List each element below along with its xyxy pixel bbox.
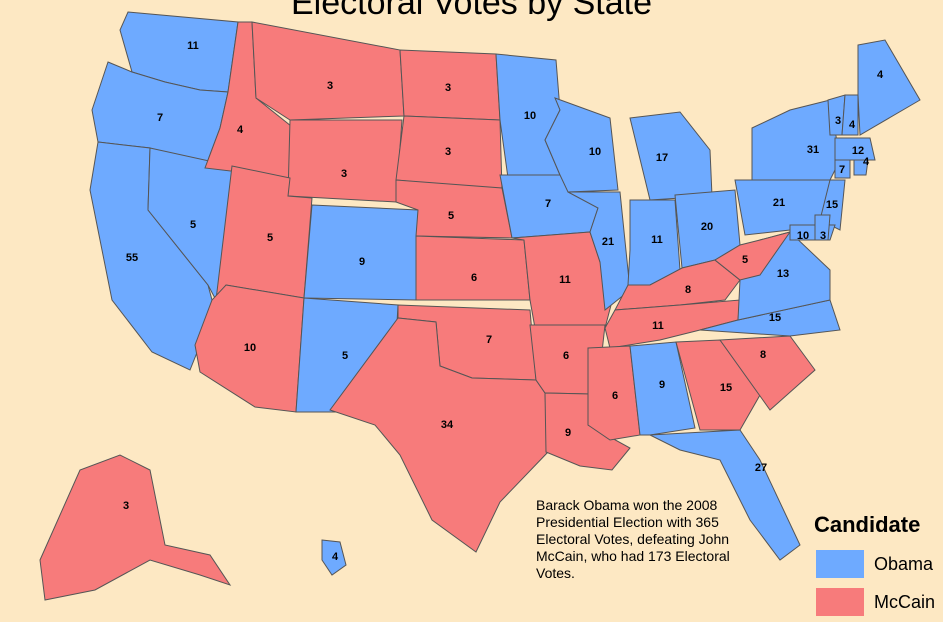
ev-label-ga: 15 (720, 382, 732, 394)
state-wy (287, 119, 403, 203)
ev-label-ct: 7 (839, 164, 845, 176)
ev-label-tx: 34 (441, 419, 454, 431)
ev-label-oh: 20 (701, 221, 713, 233)
state-ri (853, 159, 869, 176)
ev-label-ok: 7 (486, 334, 492, 346)
legend-label-mccain: McCain (874, 592, 936, 612)
ev-label-id: 4 (237, 124, 244, 136)
ev-label-mt: 3 (327, 80, 333, 92)
ev-label-wa: 11 (187, 40, 199, 52)
ev-label-ri: 4 (863, 156, 870, 168)
state-ks (415, 235, 531, 301)
ev-label-mo: 11 (559, 274, 571, 286)
state-al (629, 341, 696, 436)
legend-swatch-obama (816, 550, 864, 578)
state-ny (751, 99, 841, 181)
state-ms (587, 345, 641, 441)
ev-label-sc: 8 (760, 349, 766, 361)
ev-label-ky: 8 (685, 284, 691, 296)
state-mi (629, 111, 713, 201)
map-title: Electoral Votes by State (291, 0, 652, 22)
ev-label-ma: 12 (852, 145, 864, 157)
ev-label-ut: 5 (267, 232, 273, 244)
legend-item-obama: Obama (816, 550, 936, 578)
state-sc (719, 335, 816, 411)
state-de (814, 214, 831, 241)
ev-label-ak: 3 (123, 500, 129, 512)
state-nh (841, 94, 859, 136)
state-fl (648, 429, 801, 561)
ev-label-hi: 4 (332, 551, 339, 563)
ev-label-ia: 7 (545, 198, 551, 210)
state-ma (834, 137, 876, 161)
legend-item-mccain: McCain (816, 588, 936, 616)
state-ga (675, 339, 761, 431)
ev-label-ks: 6 (471, 272, 477, 284)
state-nc (699, 299, 841, 337)
legend-label-obama: Obama (874, 554, 934, 574)
ev-label-il: 21 (602, 236, 614, 248)
ev-label-md: 10 (797, 230, 809, 242)
state-co (303, 204, 419, 301)
state-hi (321, 539, 347, 576)
ev-label-ca: 55 (126, 252, 138, 264)
ev-label-nc: 15 (769, 312, 781, 324)
ev-label-wv: 5 (742, 254, 748, 266)
ev-label-la: 9 (565, 427, 571, 439)
ev-label-mi: 17 (656, 152, 668, 164)
ev-label-wi: 10 (589, 146, 601, 158)
ev-label-me: 4 (877, 69, 884, 81)
legend-swatch-mccain (816, 588, 864, 616)
ev-label-al: 9 (659, 379, 665, 391)
ev-label-vt: 3 (835, 115, 841, 127)
ev-label-nj: 15 (826, 199, 838, 211)
election-note: Barack Obama won the 2008 Presidential E… (536, 497, 730, 581)
state-mt (251, 21, 405, 121)
ev-label-in: 11 (651, 234, 663, 246)
ev-label-fl: 27 (755, 462, 767, 474)
ev-label-co: 9 (359, 256, 365, 268)
ev-label-nm: 5 (342, 350, 348, 362)
ev-label-ne: 5 (448, 210, 454, 222)
ev-label-nv: 5 (190, 219, 196, 231)
ev-label-nh: 4 (849, 119, 856, 131)
ev-label-sd: 3 (445, 146, 451, 158)
state-me (857, 39, 921, 136)
ev-label-az: 10 (244, 342, 256, 354)
ev-label-va: 13 (777, 268, 789, 280)
state-wi (544, 97, 619, 193)
state-tx (329, 317, 549, 553)
ev-label-ms: 6 (612, 390, 618, 402)
state-ct (834, 159, 851, 179)
legend-title: Candidate (814, 512, 921, 537)
ev-label-or: 7 (157, 112, 163, 124)
state-il (567, 191, 631, 311)
ev-label-wy: 3 (341, 168, 347, 180)
ev-label-de: 3 (820, 230, 826, 242)
ev-label-ny: 31 (807, 144, 819, 156)
ev-label-tn: 11 (652, 320, 664, 332)
ev-label-pa: 21 (773, 197, 785, 209)
ev-label-mn: 10 (524, 110, 536, 122)
state-ak (39, 454, 232, 601)
ev-label-ar: 6 (563, 350, 569, 362)
ev-label-nd: 3 (445, 82, 451, 94)
